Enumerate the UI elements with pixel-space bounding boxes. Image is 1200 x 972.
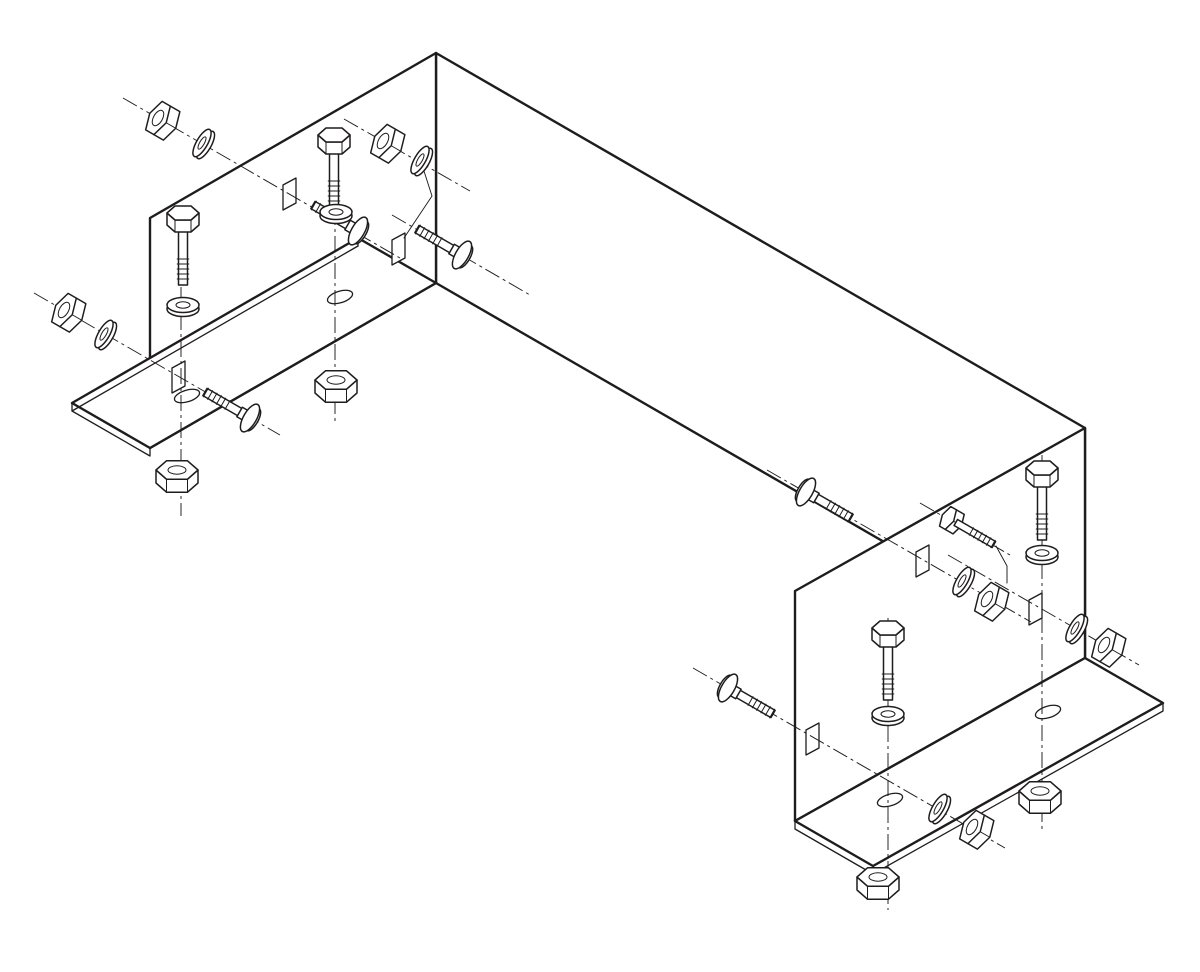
hex-nut <box>155 460 199 493</box>
mounting-slot <box>915 544 930 578</box>
flat-washer <box>166 296 200 318</box>
carriage-bolt <box>712 669 782 729</box>
hex-nut <box>140 98 185 144</box>
flange-hole <box>326 289 354 305</box>
center-line <box>343 118 471 192</box>
flange-hole <box>173 388 201 404</box>
leader-line <box>403 167 433 239</box>
hex-nut <box>314 370 358 403</box>
leader-lines <box>403 167 1008 584</box>
hex-nut <box>856 867 900 900</box>
flat-washer <box>319 203 353 225</box>
leader-line <box>995 545 1008 584</box>
mounting-slots <box>171 177 1043 756</box>
hex-nut <box>1018 781 1062 814</box>
hex-nut <box>46 290 91 336</box>
flange-holes <box>173 289 1062 808</box>
bracket <box>70 51 1165 875</box>
flat-washer <box>871 705 905 727</box>
mounting-slot <box>391 232 406 266</box>
mounting-slot <box>805 722 820 756</box>
flat-washer <box>1025 544 1059 566</box>
flange-hole <box>1034 704 1062 720</box>
flat-washer <box>188 126 219 162</box>
flat-washer <box>90 317 121 353</box>
center-line <box>919 502 1011 556</box>
